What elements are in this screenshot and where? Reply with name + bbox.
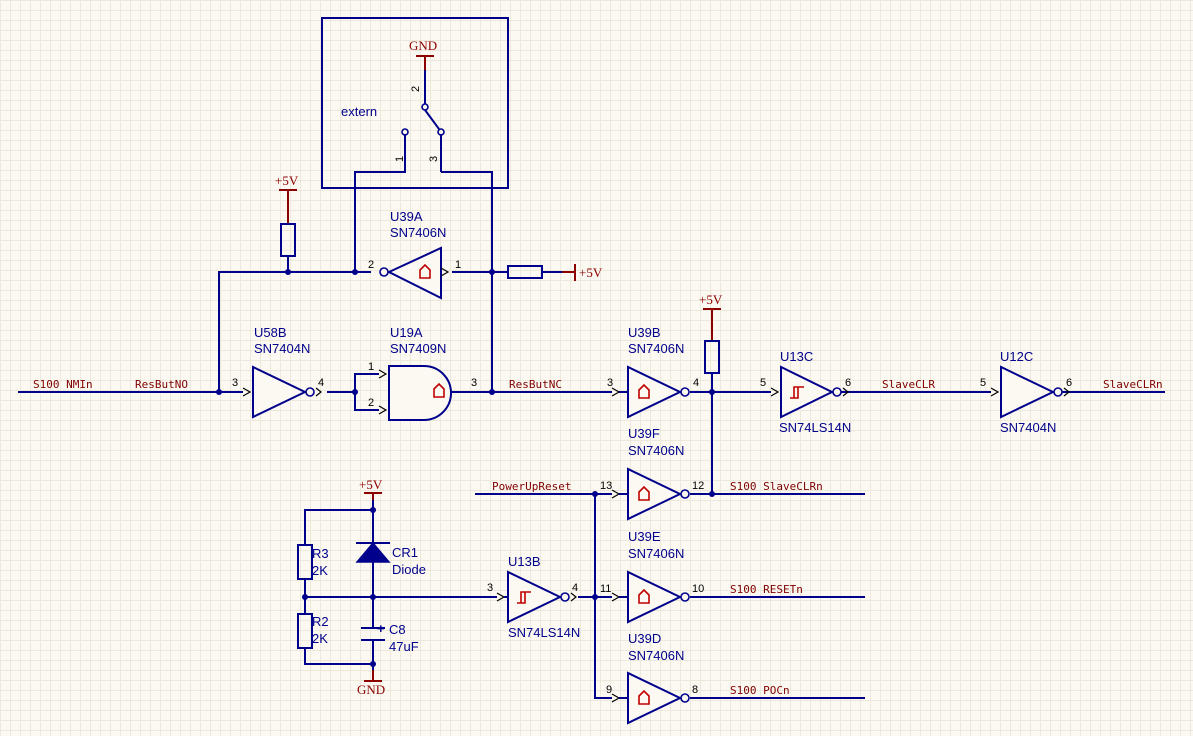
u12c-value: SN7404N [1000,420,1056,435]
net-s100-pocn: S100 POCn [730,684,790,697]
vcc-u39a-label: +5V [579,265,603,280]
junctions [216,269,715,667]
u39b-value: SN7406N [628,341,684,356]
u19a-pin-out: 3 [471,377,477,389]
resistor-u39a [507,265,543,279]
gate-u39b: U39B SN7406N 3 4 [607,325,699,419]
net-labels: S100 NMIn ResButNO ResButNC SlaveCLR Sla… [33,378,1163,697]
r2-value: 2K [312,631,328,646]
u13b-pin-in: 3 [487,582,493,594]
u58b-pin-in: 3 [232,377,238,389]
wires [18,56,1165,699]
u13b-value: SN74LS14N [508,625,580,640]
resistor-r3: R3 2K [297,544,329,580]
u19a-pin-in1: 1 [368,361,374,373]
u39d-ref: U39D [628,631,661,646]
net-resbut-no: ResButNO [135,378,188,391]
net-power-up-reset: PowerUpReset [492,480,571,493]
net-slave-clr: SlaveCLR [882,378,935,391]
u39e-value: SN7406N [628,546,684,561]
switch-box: extern 2 1 3 [321,17,509,189]
net-s100-nmi: S100 NMIn [33,378,93,391]
u39f-pin-in: 13 [600,480,612,492]
r3-value: 2K [312,563,328,578]
u13c-pin-out: 6 [845,377,851,389]
gnd-switch-label: GND [409,38,437,53]
gate-u39e: U39E SN7406N 11 10 [600,529,704,624]
u39e-ref: U39E [628,529,661,544]
u39f-pin-out: 12 [692,480,704,492]
u39b-ref: U39B [628,325,661,340]
u39d-pin-out: 8 [692,684,698,696]
diode-cr1: CR1 Diode [355,541,426,577]
vcc-pullup-label: +5V [275,173,299,188]
u39f-ref: U39F [628,426,660,441]
r3-ref: R3 [312,546,329,561]
u39e-pin-out: 10 [692,583,704,595]
switch-label: extern [341,104,377,119]
cr1-ref: CR1 [392,545,418,560]
u39b-pin-out: 4 [693,377,699,389]
power-symbols: GND +5V +5V +5V +5V GND [275,38,723,697]
c8-value: 47uF [389,639,419,654]
resistor-r2: R2 2K [297,613,329,649]
u39d-pin-in: 9 [606,684,612,696]
u58b-value: SN7404N [254,341,310,356]
u12c-pin-out: 6 [1066,377,1072,389]
net-s100-resetn: S100 RESETn [730,583,803,596]
gate-u58b: U58B SN7404N 3 4 [232,325,324,419]
switch-pin2: 2 [410,86,422,92]
resistor-pullup [280,223,296,257]
cr1-value: Diode [392,562,426,577]
gate-u39d: U39D SN7406N 9 8 [606,631,698,725]
u39b-pin-in: 3 [607,377,613,389]
net-s100-slave-clrn: S100 SlaveCLRn [730,480,823,493]
gnd-rc-label: GND [357,682,385,697]
gate-u13b: U13B SN74LS14N 3 4 [487,554,580,640]
u39e-pin-in: 11 [600,583,611,595]
u13b-ref: U13B [508,554,541,569]
u13c-ref: U13C [780,349,813,364]
vcc-u39b-label: +5V [699,292,723,307]
gate-u12c: U12C SN7404N 5 6 [980,349,1072,435]
c8-ref: C8 [389,622,406,637]
net-resbut-nc: ResButNC [509,378,562,391]
u58b-pin-out: 4 [318,377,324,389]
switch-pin3: 3 [428,156,440,162]
u13c-pin-in: 5 [760,377,766,389]
vcc-rc-label: +5V [359,477,383,492]
u39a-pin-in: 1 [455,259,461,271]
u58b-ref: U58B [254,325,287,340]
capacitor-c8: + C8 47uF [361,621,419,654]
u13b-pin-out: 4 [572,582,578,594]
net-slave-clrn-out: SlaveCLRn [1103,378,1163,391]
u39f-value: SN7406N [628,443,684,458]
u12c-pin-in: 5 [980,377,986,389]
u39a-ref: U39A [390,209,423,224]
c8-polarity: + [377,621,385,636]
u13c-value: SN74LS14N [779,420,851,435]
r2-ref: R2 [312,614,329,629]
gate-u39f: U39F SN7406N 13 12 [600,426,704,521]
u39a-pin-out: 2 [368,259,374,271]
u39a-value: SN7406N [390,225,446,240]
u19a-ref: U19A [390,325,423,340]
gate-u19a: U19A SN7409N 1 2 3 [368,325,492,421]
gate-u39a: U39A SN7406N 1 2 [368,209,461,300]
gate-u13c: U13C SN74LS14N 5 6 [760,349,851,435]
u39d-value: SN7406N [628,648,684,663]
switch-pin1: 1 [394,156,406,162]
u19a-value: SN7409N [390,341,446,356]
resistor-u39b [704,340,720,374]
u12c-ref: U12C [1000,349,1033,364]
u19a-pin-in2: 2 [368,397,374,409]
